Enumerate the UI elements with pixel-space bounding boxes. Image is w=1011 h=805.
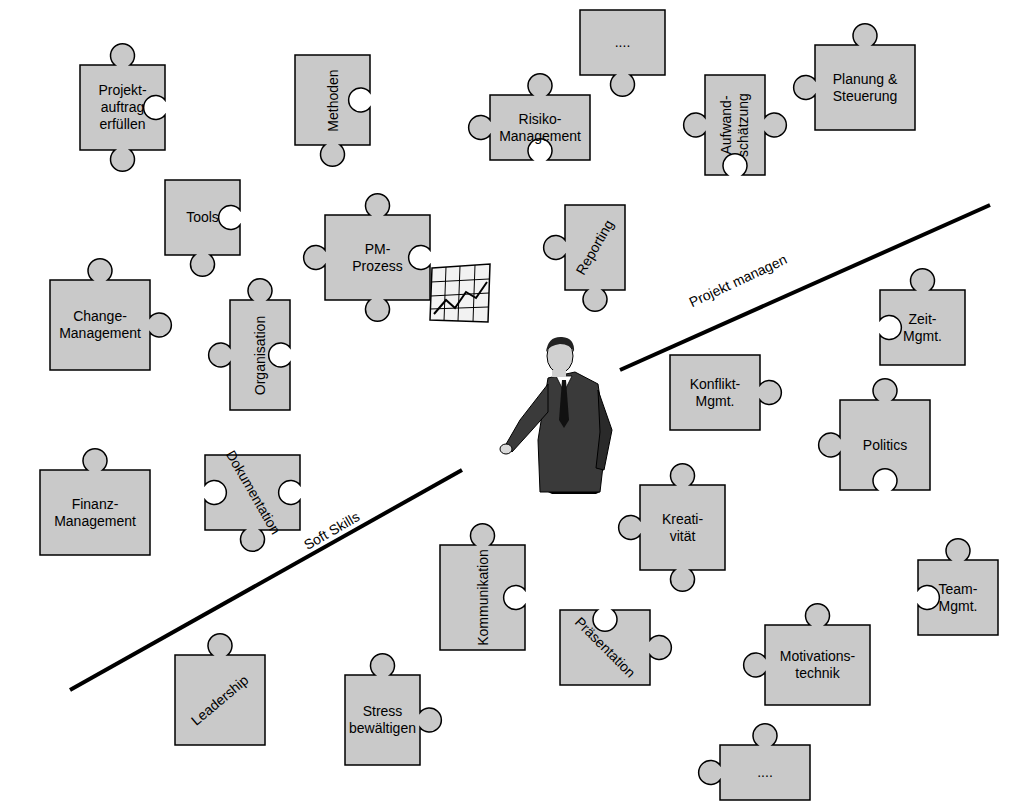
puzzle-shape [880, 269, 965, 365]
puzzle-piece: Change- Management [26, 256, 174, 394]
puzzle-piece: Planung & Steuerung [791, 21, 939, 154]
puzzle-shape [165, 180, 240, 276]
piece-label: Change- Management [52, 308, 148, 342]
puzzle-shape [580, 10, 665, 96]
puzzle-shape [918, 539, 998, 635]
piece-label: Methoden [324, 55, 341, 145]
divider-line [620, 205, 990, 370]
piece-label: Risiko- Management [492, 111, 588, 145]
presenter-figure [500, 337, 612, 494]
piece-label: Aufwand- schätzung [718, 80, 752, 170]
puzzle-shape [295, 55, 370, 166]
puzzle-shape [80, 44, 165, 172]
puzzle-piece: Risiko- Management [466, 71, 614, 184]
puzzle-piece: Dokumentation [181, 431, 324, 554]
puzzle-piece: Aufwand- schätzung [681, 51, 789, 199]
chart-icon [430, 264, 490, 322]
puzzle-piece: Leadership [151, 631, 289, 769]
puzzle-piece: Organisation [206, 276, 314, 434]
puzzle-piece: Methoden [271, 31, 394, 169]
puzzle-shape [209, 279, 290, 410]
puzzle-piece: Politics [816, 376, 954, 514]
piece-label: Projekt- auftrag erfüllen [83, 82, 163, 133]
puzzle-shape [794, 24, 915, 130]
piece-label: Planung & Steuerung [818, 71, 912, 105]
puzzle-piece: .... [696, 721, 834, 805]
puzzle-piece: Zeit- Mgmt. [856, 266, 989, 389]
puzzle-piece: Team- Mgmt. [894, 536, 1011, 659]
piece-label: PM- Prozess [343, 241, 413, 275]
puzzle-shape [40, 449, 150, 555]
puzzle-piece: Projekt- auftrag erfüllen [56, 41, 189, 174]
puzzle-piece: Kreati- vität [616, 461, 749, 594]
piece-label: Motivations- technik [768, 648, 868, 682]
piece-label: Konflikt- Mgmt. [675, 376, 755, 410]
puzzle-shape [544, 205, 625, 311]
puzzle-shape [744, 604, 870, 705]
puzzle-piece: Reporting [541, 181, 649, 314]
puzzle-piece: Finanz- Management [16, 446, 174, 579]
piece-label: .... [725, 764, 805, 781]
puzzle-shape [670, 355, 781, 430]
puzzle-shape [304, 194, 430, 322]
piece-label: Politics [843, 437, 927, 454]
piece-label: Organisation [252, 300, 269, 410]
puzzle-piece: Tools [141, 156, 264, 279]
puzzle-shape [50, 259, 171, 370]
piece-label: Zeit- Mgmt. [898, 311, 948, 345]
puzzle-piece: Präsentation [536, 586, 674, 709]
piece-label: Kreati- vität [658, 511, 708, 545]
puzzle-shape [175, 634, 265, 745]
puzzle-outline [696, 721, 834, 805]
puzzle-shape [469, 74, 590, 160]
puzzle-shape [619, 464, 725, 592]
piece-label: .... [583, 34, 663, 51]
piece-label: Kommunikation [474, 543, 491, 653]
puzzle-piece: Motivations- technik [741, 601, 894, 729]
puzzle-shape [699, 724, 810, 800]
piece-label: Team- Mgmt. [933, 581, 983, 615]
puzzle-shape [684, 75, 787, 175]
puzzle-piece: Kommunikation [416, 521, 549, 674]
piece-label: Finanz- Management [45, 496, 145, 530]
puzzle-shape [345, 654, 441, 765]
puzzle-piece: .... [556, 0, 689, 99]
puzzle-shape [819, 379, 930, 490]
puzzle-piece: Stress bewältigen [321, 651, 444, 789]
puzzle-piece: PM- Prozess [301, 191, 454, 324]
piece-label: Stress bewältigen [346, 703, 420, 737]
piece-label: Tools [168, 209, 238, 226]
puzzle-piece: Konflikt- Mgmt. [646, 331, 784, 454]
